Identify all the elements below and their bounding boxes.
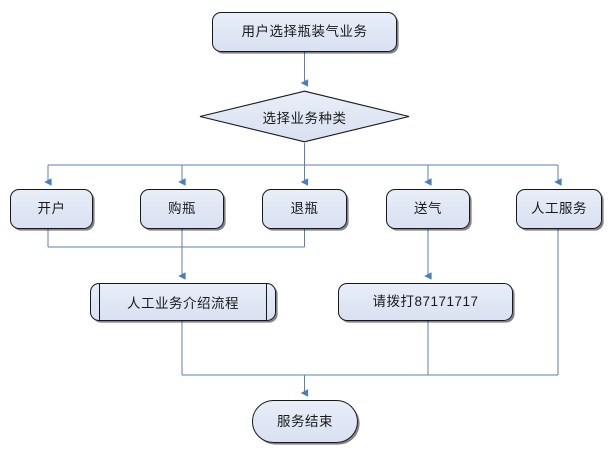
node-decision[interactable]: 选择业务种类 <box>198 90 411 143</box>
node-decision-label: 选择业务种类 <box>262 110 347 126</box>
node-option-gas-delivery[interactable]: 送气 <box>386 189 470 229</box>
node-predefined-process-label: 人工业务介绍流程 <box>127 296 239 311</box>
node-end[interactable]: 服务结束 <box>252 400 358 443</box>
node-option-open-account[interactable]: 开户 <box>10 189 93 229</box>
node-start[interactable]: 用户选择瓶装气业务 <box>212 12 397 52</box>
predefined-process-right-bar <box>266 283 267 321</box>
node-option-buy-bottle[interactable]: 购瓶 <box>140 189 224 229</box>
predefined-process-left-bar <box>99 283 100 321</box>
node-option-return-bottle[interactable]: 退瓶 <box>262 189 347 229</box>
node-call-hotline[interactable]: 请拨打87171717 <box>338 283 513 321</box>
diamond-outline <box>199 90 410 143</box>
node-predefined-process[interactable]: 人工业务介绍流程 <box>90 283 276 321</box>
predefined-process-body <box>90 283 276 321</box>
node-option-manual-service[interactable]: 人工服务 <box>516 189 602 229</box>
